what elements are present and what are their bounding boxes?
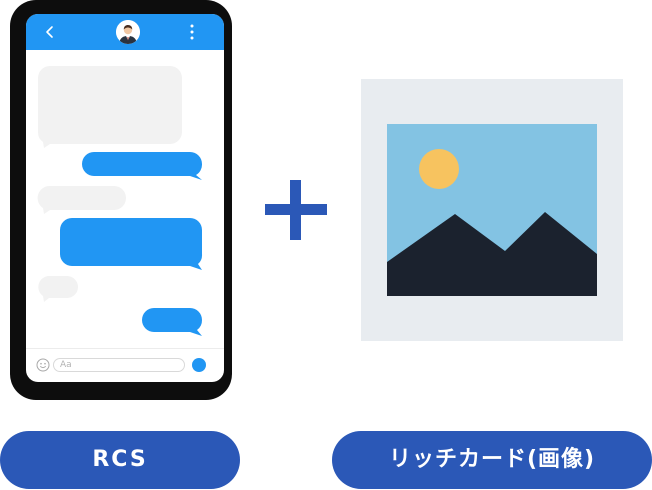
image-icon bbox=[387, 124, 597, 296]
outgoing-message-bubble bbox=[142, 308, 204, 336]
phone-screen: Aa bbox=[26, 14, 224, 382]
send-icon[interactable] bbox=[192, 358, 206, 372]
message-input[interactable]: Aa bbox=[53, 358, 185, 372]
chat-header bbox=[26, 14, 224, 50]
rich-card-label: リッチカード(画像) bbox=[332, 431, 652, 489]
person-icon bbox=[116, 20, 140, 44]
outgoing-message-bubble bbox=[60, 218, 204, 270]
chevron-left-icon[interactable] bbox=[42, 24, 58, 40]
vertical-dots-icon[interactable] bbox=[184, 23, 200, 41]
incoming-message-bubble bbox=[37, 185, 127, 214]
outgoing-message-bubble bbox=[82, 152, 204, 180]
phone-mockup: Aa bbox=[10, 0, 232, 400]
plus-icon bbox=[265, 180, 327, 240]
incoming-message-bubble bbox=[37, 66, 182, 148]
rcs-label: RCS bbox=[0, 431, 240, 489]
smile-icon[interactable] bbox=[36, 358, 50, 372]
input-bar-divider bbox=[26, 348, 224, 349]
rich-card-frame bbox=[361, 79, 623, 341]
avatar[interactable] bbox=[116, 20, 140, 44]
incoming-message-bubble bbox=[38, 276, 78, 302]
